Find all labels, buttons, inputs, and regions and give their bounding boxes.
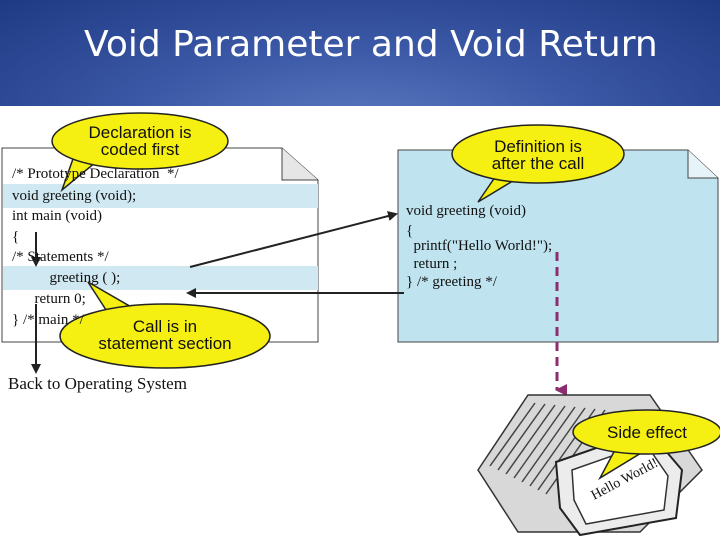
code-line: return 0; xyxy=(12,291,86,307)
greeting-definition-page xyxy=(397,149,719,343)
declaration-callout-text: Declaration is coded first xyxy=(60,124,220,158)
slide-title: Void Parameter and Void Return xyxy=(84,24,658,65)
call-highlight xyxy=(3,266,318,290)
code-line: /* Statements */ xyxy=(12,249,109,265)
main-source-page xyxy=(1,147,319,343)
callout-line: after the call xyxy=(491,154,585,173)
code-line: greeting ( ); xyxy=(12,270,121,286)
code-line: void greeting (void) xyxy=(406,203,526,219)
code-line: printf("Hello World!"); xyxy=(406,238,553,254)
callout-line: Definition is xyxy=(494,137,582,156)
callout-line: Call is in xyxy=(132,317,198,336)
definition-callout xyxy=(451,124,625,203)
callout-line: coded first xyxy=(100,140,180,159)
code-line: } /* greeting */ xyxy=(406,274,497,290)
code-line: { xyxy=(12,229,20,245)
call-callout xyxy=(59,281,271,369)
definition-callout-text: Definition is after the call xyxy=(456,138,620,172)
callout-line: statement section xyxy=(98,334,232,353)
code-line: void greeting (void); xyxy=(12,188,137,204)
call-to-definition-arrow xyxy=(189,211,398,268)
code-line: /* Prototype Declaration */ xyxy=(12,166,179,182)
monitor-icon xyxy=(477,394,703,537)
code-line: return ; xyxy=(406,256,458,272)
code-line: int main (void) xyxy=(12,208,102,224)
prototype-highlight xyxy=(3,184,318,208)
declaration-callout xyxy=(51,112,229,193)
callout-line: Declaration is xyxy=(88,123,192,142)
code-line: } /* main */ xyxy=(12,312,84,328)
title-bar: Void Parameter and Void Return xyxy=(0,0,720,106)
side-effect-callout xyxy=(572,409,720,481)
side-effect-callout-text: Side effect xyxy=(606,423,688,442)
back-to-os-caption: Back to Operating System xyxy=(8,374,187,393)
call-callout-text: Call is in statement section xyxy=(65,318,265,352)
code-line: { xyxy=(406,223,414,239)
